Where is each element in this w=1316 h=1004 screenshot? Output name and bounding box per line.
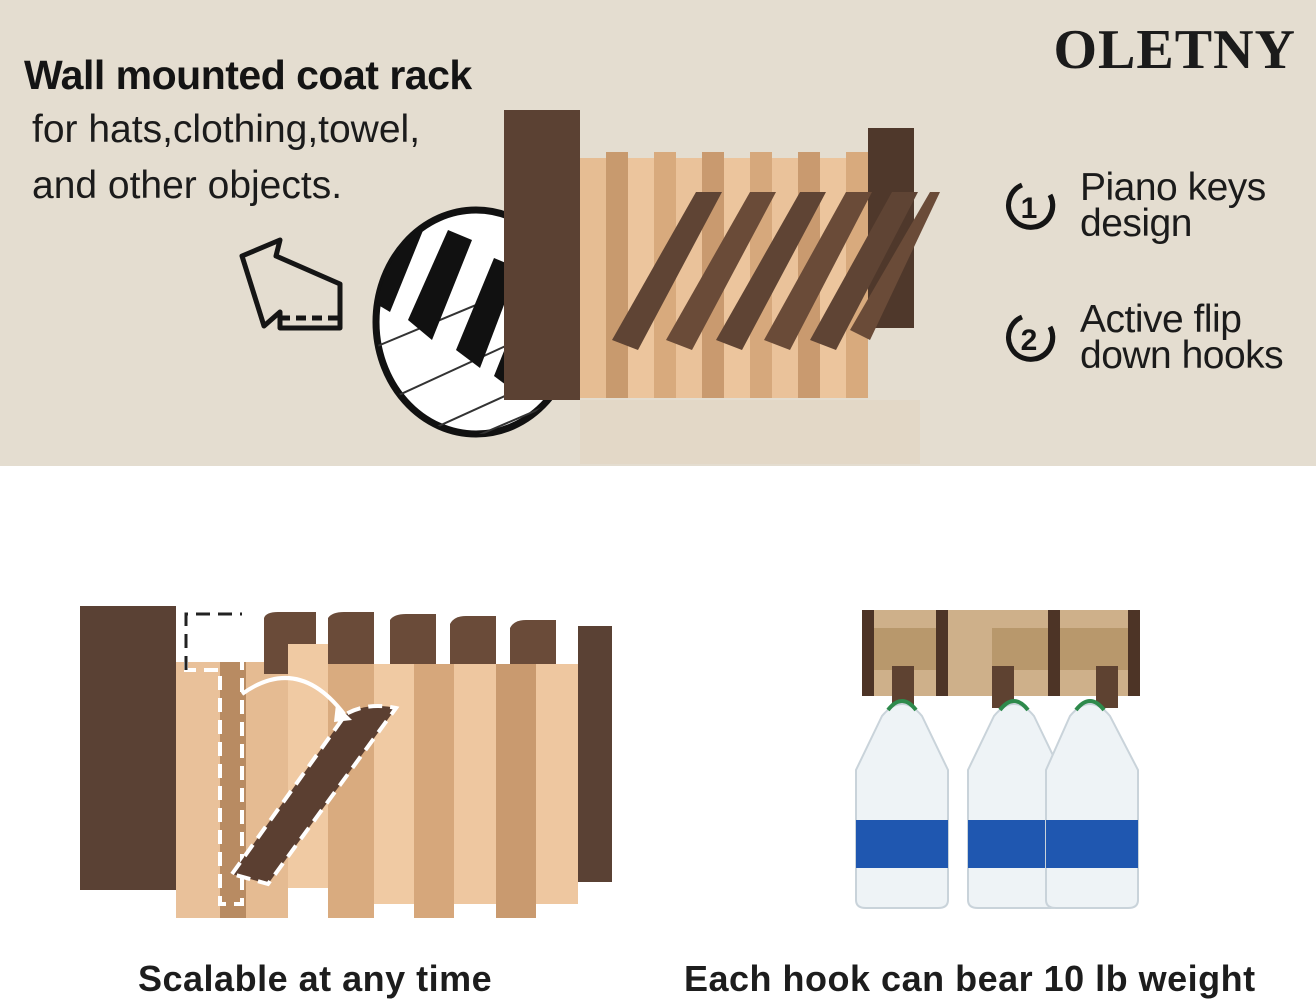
coat-rack-image: [504, 110, 940, 464]
badge-number: 2: [1021, 324, 1038, 357]
feature-1-line-1: Piano keys: [1080, 166, 1266, 209]
feature-flip-hooks: 2 Active flip down hooks: [1000, 298, 1284, 377]
bottle: [855, 699, 949, 909]
badge-number: 1: [1021, 192, 1038, 225]
arrow-icon: [239, 237, 343, 331]
subline-1: for hats,clothing,towel,: [32, 108, 421, 151]
bottle: [1045, 699, 1139, 909]
scalable-rack-image: [80, 606, 612, 918]
hero-banner: OLETNY Wall mounted coat rack for hats,c…: [0, 0, 1316, 466]
caption-weight: Each hook can bear 10 lb weight: [684, 958, 1256, 999]
hook-bottles-image: [855, 610, 1140, 909]
feature-1-line-2: design: [1080, 202, 1192, 245]
number-badge-icon: 2: [1006, 314, 1056, 362]
number-badge-icon: 1: [1006, 182, 1056, 230]
headline: Wall mounted coat rack: [24, 52, 472, 98]
brand-logo: OLETNY: [1053, 19, 1296, 81]
feature-piano-keys: 1 Piano keys design: [1000, 166, 1266, 245]
subline-2: and other objects.: [32, 164, 343, 207]
feature-2-line-1: Active flip: [1080, 298, 1242, 341]
feature-2-line-2: down hooks: [1080, 334, 1284, 377]
caption-scalable: Scalable at any time: [138, 958, 493, 999]
